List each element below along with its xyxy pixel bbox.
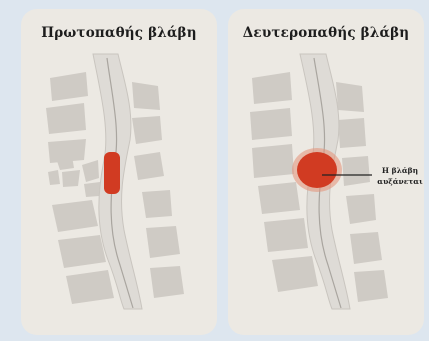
spinous-process <box>338 118 366 148</box>
spinous-process <box>134 152 164 180</box>
fracture-fragment <box>84 182 100 197</box>
lesion-grows-line-2: αυξάνεται <box>371 176 429 187</box>
spinous-process <box>142 190 172 218</box>
vertebra-body <box>252 144 294 178</box>
spinous-process <box>336 82 364 112</box>
vertebra-body <box>264 218 308 252</box>
spinous-process <box>132 116 162 144</box>
vertebra-body <box>46 103 86 134</box>
spinous-process <box>346 194 376 224</box>
primary-lesion <box>104 152 120 194</box>
fracture-fragment <box>48 170 60 185</box>
spinous-process <box>354 270 388 302</box>
spinous-process <box>146 226 180 258</box>
lesion-grows-label: Η βλάβη αυξάνεται <box>371 165 429 187</box>
spinous-process <box>350 232 382 264</box>
vertebra-body <box>258 182 300 214</box>
spinous-process <box>150 266 184 298</box>
fracture-fragment <box>56 156 74 170</box>
fracture-fragment <box>82 160 99 182</box>
spinous-process <box>132 82 160 110</box>
vertebra-body <box>66 270 114 304</box>
secondary-lesion <box>297 152 337 188</box>
vertebra-body <box>250 108 292 140</box>
vertebra-body <box>50 72 88 101</box>
spinous-process <box>342 156 370 186</box>
lesion-grows-line-1: Η βλάβη <box>371 165 429 176</box>
vertebra-body <box>58 235 106 268</box>
vertebra-body <box>52 200 98 232</box>
fracture-fragment <box>62 170 80 187</box>
vertebra-body <box>272 256 318 292</box>
vertebra-body <box>252 72 292 104</box>
